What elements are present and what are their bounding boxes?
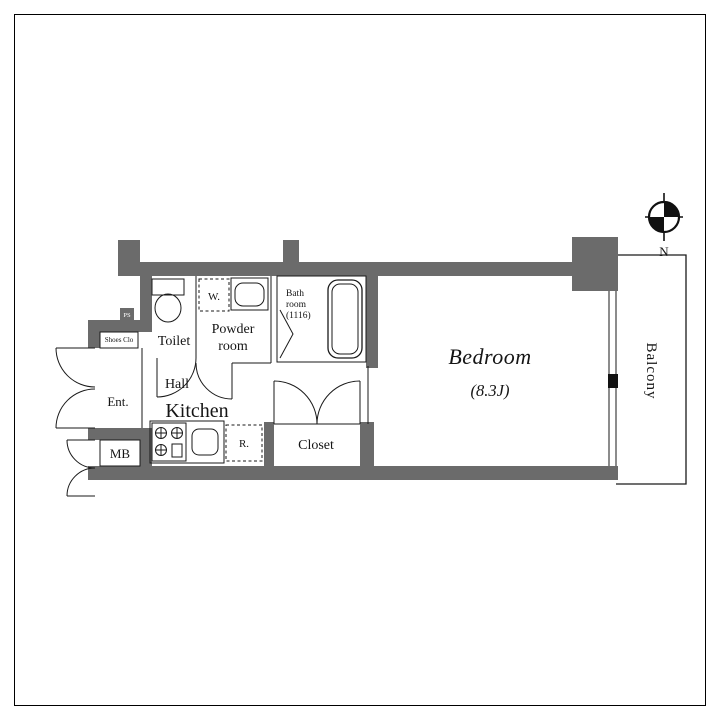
wall-mb-right — [140, 440, 152, 466]
balcony-label: Balcony — [643, 343, 659, 400]
refrigerator-box — [225, 424, 263, 462]
shoes-closet-label: Shoes Clo — [105, 336, 134, 344]
washing-machine-label: W. — [208, 291, 220, 303]
wall-pillar-top-left — [118, 240, 140, 276]
refrigerator-label: R. — [239, 438, 249, 450]
bath-room-label-1: Bath — [286, 289, 304, 299]
kitchen-sink — [191, 428, 219, 456]
bath-room: Bath room (1116) — [276, 275, 367, 363]
balcony-area: Balcony — [616, 254, 687, 485]
kitchen-counter — [149, 420, 225, 464]
north-compass-icon: N — [645, 193, 683, 259]
stove-burner-icons — [155, 427, 183, 458]
entrance-double-door — [55, 347, 96, 429]
toilet-tank — [151, 278, 185, 296]
kitchen-label: Kitchen — [165, 400, 228, 422]
closet-door-arc-right — [316, 380, 361, 425]
bedroom-room: Bedroom (8.3J) — [367, 344, 531, 424]
washbasin-sink — [234, 282, 265, 307]
wall-top-protrusion — [283, 240, 299, 262]
walls — [88, 237, 618, 480]
meter-box-label: MB — [110, 446, 131, 461]
wall-shoes-top — [88, 320, 152, 332]
window-mullion-mark — [608, 374, 618, 388]
hall-label: Hall — [165, 377, 189, 392]
entrance-door-arc-top — [55, 347, 96, 388]
powder-room: W. Powder room — [195, 276, 272, 400]
compass-ne-quadrant — [664, 202, 679, 217]
bathtub-inner — [331, 283, 359, 355]
pipe-space-label: PS — [123, 312, 131, 319]
bedroom-size-label: (8.3J) — [471, 381, 510, 400]
toilet-label: Toilet — [158, 334, 191, 349]
bathtub-outer — [327, 279, 363, 359]
burner-cross — [171, 427, 183, 439]
wall-bottom — [88, 466, 618, 480]
north-label: N — [659, 244, 669, 259]
wall-closet-right — [360, 422, 374, 466]
bedroom-label: Bedroom — [448, 344, 531, 369]
page-border — [14, 14, 706, 706]
closet-label: Closet — [298, 438, 334, 453]
mb-door-arc-bottom — [66, 467, 96, 497]
closet-door-arc-left — [273, 380, 318, 425]
entrance-door-arc-bottom — [55, 388, 96, 429]
washbasin-counter — [230, 277, 269, 311]
grill-box — [171, 443, 183, 458]
toilet-door-arc — [156, 357, 197, 398]
closet-room: Closet — [273, 380, 361, 453]
powder-door-arc — [195, 362, 233, 400]
wall-ent-mb-divider — [88, 428, 152, 440]
powder-room-label-1: Powder — [212, 322, 255, 337]
entrance-label: Ent. — [107, 394, 128, 409]
bedroom-window — [608, 291, 618, 466]
compass-sw-quadrant — [649, 217, 664, 232]
burner-cross — [155, 427, 167, 439]
toilet-bowl-icon — [154, 293, 182, 323]
toilet-room: Toilet — [151, 276, 197, 398]
hall-kitchen-area: Hall Kitchen R. — [149, 377, 263, 464]
washing-machine-box — [198, 278, 230, 312]
shoes-closet-box — [99, 331, 139, 349]
bath-module-outline — [276, 275, 367, 363]
stove-box — [151, 422, 187, 462]
wall-top — [140, 262, 572, 276]
balcony-outline — [616, 254, 687, 485]
wall-closet-left — [264, 422, 274, 466]
mb-door-arc-top — [66, 439, 96, 469]
powder-room-label-2: room — [218, 339, 248, 354]
burner-cross — [155, 444, 167, 456]
bath-room-label-3: (1116) — [286, 310, 311, 321]
meter-box-double-door — [66, 439, 96, 497]
wall-toilet-left — [140, 262, 152, 320]
wall-pillar-top-right — [572, 237, 618, 291]
entrance-area: PS Shoes Clo Ent. MB — [55, 308, 143, 497]
wall-bath-bedroom — [366, 262, 378, 368]
meter-box — [99, 439, 141, 467]
pipe-space-box — [120, 308, 134, 321]
bath-room-label-2: room — [286, 300, 307, 310]
bath-folding-door — [279, 309, 294, 359]
wall-entrance-left — [88, 332, 100, 348]
